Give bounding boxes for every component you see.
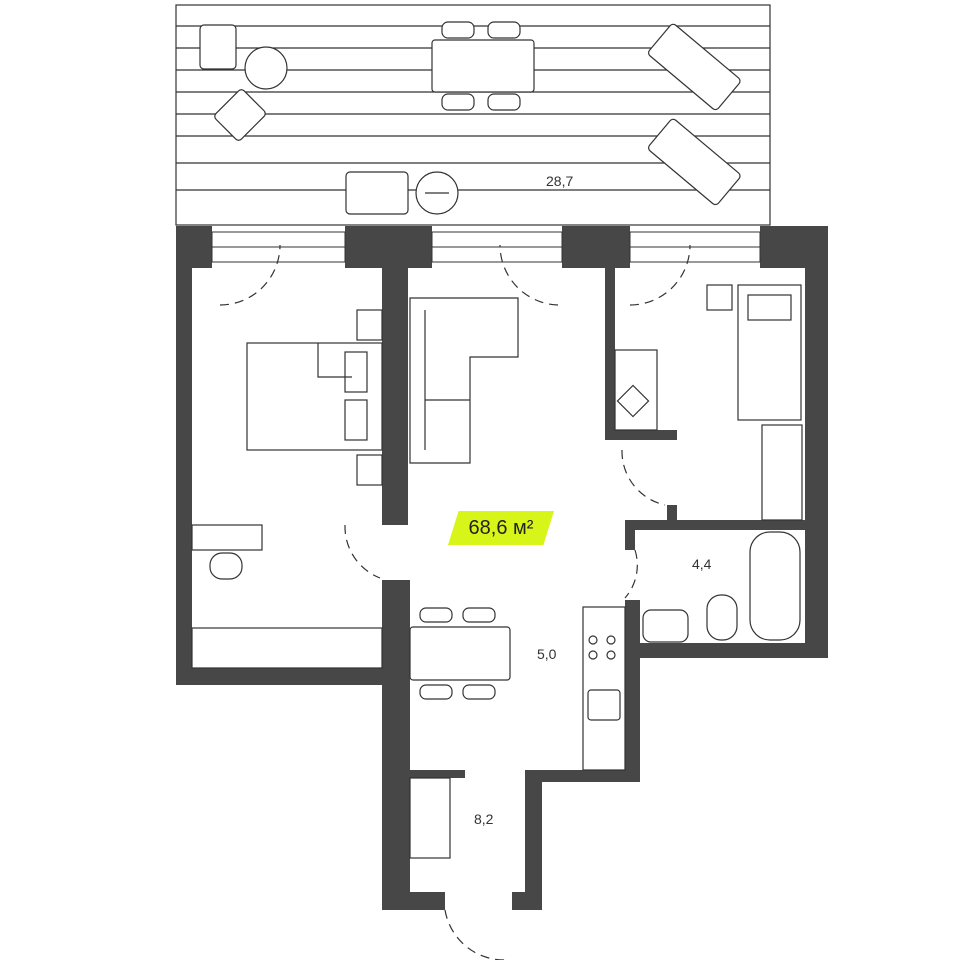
furniture xyxy=(191,284,803,859)
bathtub xyxy=(749,531,801,641)
hallway-area: 8,2 xyxy=(474,811,494,827)
hall-wardrobe xyxy=(409,777,451,859)
terrace xyxy=(175,4,771,226)
kitchen-counter xyxy=(582,606,626,771)
single-bed xyxy=(737,284,802,421)
double-bed xyxy=(246,342,383,451)
wardrobe xyxy=(191,627,383,669)
sofa xyxy=(409,297,519,464)
bathroom-area: 4,4 xyxy=(692,556,712,572)
dining-table xyxy=(409,607,511,700)
doors xyxy=(219,244,691,960)
toilet xyxy=(706,594,738,641)
sunbed xyxy=(648,118,741,206)
kids-wardrobe xyxy=(761,424,803,521)
walls xyxy=(176,226,828,910)
shelf xyxy=(706,284,733,311)
lounge-chair xyxy=(199,24,288,90)
total-area-badge: 68,6 м² xyxy=(448,511,554,545)
terrace-table xyxy=(431,21,535,111)
grill xyxy=(345,171,459,215)
nightstand xyxy=(356,309,383,341)
windows xyxy=(211,231,761,263)
sink xyxy=(642,609,689,643)
sunbed xyxy=(648,23,741,111)
desk xyxy=(191,524,263,580)
total-area: 68,6 м² xyxy=(468,517,534,539)
kitchen-area: 5,0 xyxy=(537,646,557,662)
lounge-chair xyxy=(214,89,266,141)
kids-desk xyxy=(614,349,658,431)
nightstand xyxy=(356,454,383,486)
terrace-area: 28,7 xyxy=(546,173,574,189)
